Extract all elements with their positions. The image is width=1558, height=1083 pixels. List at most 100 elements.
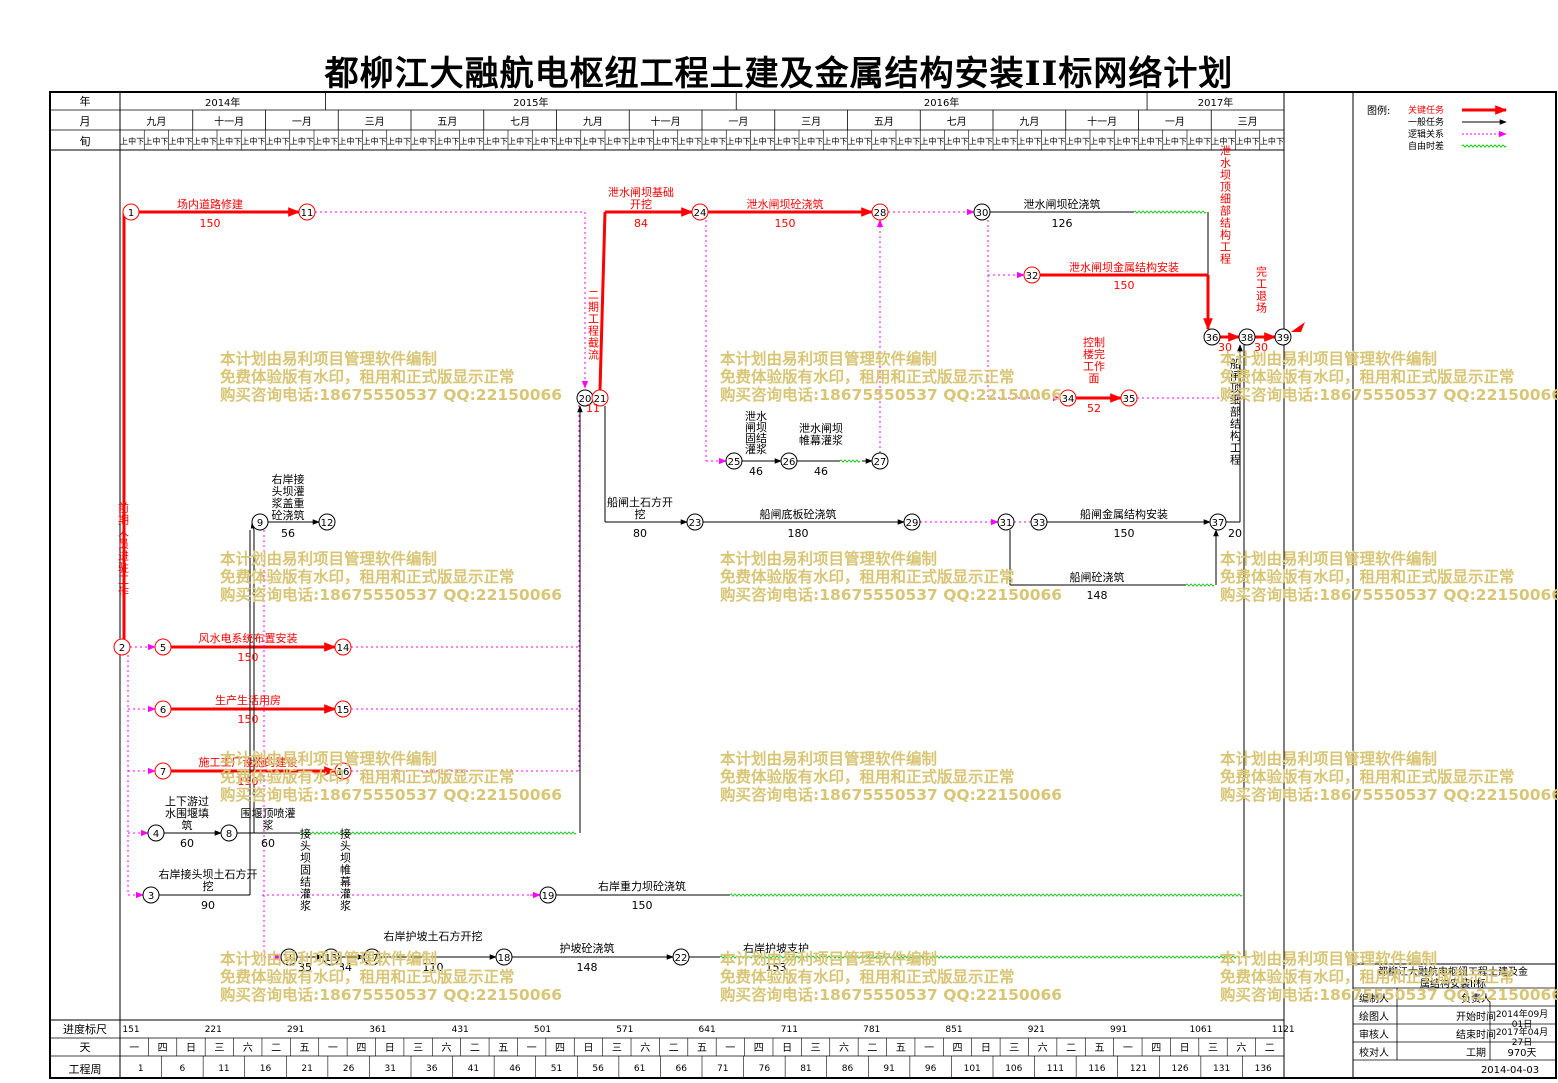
info-project-2: 属结构安装II标	[1420, 977, 1486, 990]
day-value: 二	[1265, 1043, 1275, 1054]
day-value: 日	[583, 1043, 593, 1054]
xun-label: 中	[516, 136, 524, 146]
xun-label: 中	[1268, 136, 1276, 146]
watermark-line: 本计划由易利项目管理软件编制	[220, 950, 438, 968]
dur-8-9: 60	[261, 837, 275, 850]
xun-label: 中	[1025, 136, 1033, 146]
event-node-32	[1023, 266, 1041, 284]
event-node-label: 35	[1123, 394, 1136, 405]
event-node-label: 25	[728, 457, 741, 468]
week-value: 116	[1088, 1064, 1105, 1074]
watermark: 本计划由易利项目管理软件编制免费体验版有水印，租用和正式版显示正常购买咨询电话:…	[720, 350, 1062, 404]
xun-label: 下	[645, 137, 653, 146]
dur-25-26: 46	[749, 465, 763, 478]
xun-label: 下	[912, 137, 920, 146]
xun-label: 上	[799, 137, 807, 146]
event-node-label: 33	[1033, 518, 1046, 529]
info-extra: 970天	[1507, 1048, 1536, 1059]
watermark-line: 免费体验版有水印，租用和正式版显示正常	[1220, 368, 1515, 386]
event-node-label: 5	[160, 643, 166, 654]
bottom-row-label: 天	[80, 1041, 91, 1054]
watermark-line: 本计划由易利项目管理软件编制	[720, 350, 938, 368]
xun-label: 下	[330, 137, 338, 146]
xun-label: 中	[807, 136, 815, 146]
event-node-label: 32	[1026, 271, 1039, 282]
event-node-29	[903, 513, 921, 531]
legend-item-label: 自由时差	[1408, 140, 1444, 152]
xun-label: 下	[1082, 137, 1090, 146]
watermark: 本计划由易利项目管理软件编制免费体验版有水印，租用和正式版显示正常购买咨询电话:…	[720, 950, 1062, 1004]
label-line: 楼完	[1083, 347, 1105, 361]
event-node-14	[334, 638, 352, 656]
activity-links	[122, 207, 1305, 961]
info-label: 编制人	[1359, 992, 1389, 1005]
event-node-6	[154, 700, 172, 718]
watermark-line: 购买咨询电话:18675550537 QQ:22150066	[720, 386, 1063, 404]
day-value: 一	[725, 1043, 735, 1054]
event-node-label: 17	[366, 953, 379, 964]
xun-label: 下	[1058, 137, 1066, 146]
watermark-line: 免费体验版有水印，租用和正式版显示正常	[720, 768, 1015, 786]
label-line: 浆盖重	[272, 496, 305, 510]
scale-value: 991	[1110, 1025, 1127, 1035]
day-value: 二	[867, 1043, 877, 1054]
label-36-38: 泄水坝顶细部结构工程	[1219, 145, 1232, 265]
xun-label: 上	[945, 137, 953, 146]
scale-value: 151	[122, 1025, 139, 1035]
watermark-line: 免费体验版有水印，租用和正式版显示正常	[1220, 768, 1515, 786]
xun-label: 上	[1017, 137, 1025, 146]
dur-18-22: 148	[577, 961, 598, 974]
xun-label: 下	[767, 137, 775, 146]
watermark-line: 免费体验版有水印，租用和正式版显示正常	[720, 568, 1015, 586]
event-node-4	[147, 824, 165, 842]
label-3-19: 右岸接头坝土石方开挖	[159, 867, 258, 893]
xun-label: 中	[831, 136, 839, 146]
day-value: 三	[214, 1043, 224, 1054]
month-label: 九月	[583, 116, 603, 128]
xun-label: 中	[759, 136, 767, 146]
watermark: 本计划由易利项目管理软件编制免费体验版有水印，租用和正式版显示正常购买咨询电话:…	[220, 550, 562, 604]
day-value: 三	[1009, 1043, 1019, 1054]
xun-label: 下	[185, 137, 193, 146]
info-value: 结束时间	[1456, 1028, 1496, 1041]
week-value: 11	[218, 1064, 229, 1074]
label-26-27: 泄水闸坝帷幕灌浆	[799, 421, 843, 447]
year-label: 2016年	[924, 96, 959, 109]
xun-label: 下	[306, 137, 314, 146]
week-value: 16	[260, 1064, 272, 1074]
xun-label: 上	[120, 137, 128, 146]
day-value: 五	[498, 1043, 508, 1054]
week-value: 136	[1255, 1064, 1272, 1074]
day-value: 三	[811, 1043, 821, 1054]
week-value: 36	[426, 1064, 438, 1074]
dur-5-14: 150	[238, 651, 259, 664]
week-value: 61	[634, 1064, 645, 1074]
week-value: 1	[138, 1064, 144, 1074]
dur-30-36: 126	[1052, 217, 1073, 230]
month-label: 十一月	[651, 115, 681, 128]
watermark-line: 本计划由易利项目管理软件编制	[1220, 750, 1438, 768]
xun-label: 上	[363, 137, 371, 146]
month-label: 一月	[728, 116, 748, 128]
dur-38-39: 30	[1254, 341, 1268, 354]
event-node-23	[686, 513, 704, 531]
event-node-30	[973, 203, 991, 221]
day-value: 四	[158, 1043, 168, 1054]
event-node-label: 7	[160, 767, 166, 778]
day-value: 六	[243, 1042, 253, 1054]
label-37-38: 船闸顶细部结构工程	[1229, 357, 1242, 466]
info-value: 开始时间	[1456, 1010, 1496, 1023]
xun-label: 中	[928, 136, 936, 146]
week-value: 131	[1213, 1064, 1230, 1074]
info-label: 校对人	[1359, 1046, 1389, 1059]
xun-label: 中	[856, 136, 864, 146]
watermark: 本计划由易利项目管理软件编制免费体验版有水印，租用和正式版显示正常购买咨询电话:…	[1220, 550, 1558, 604]
event-node-label: 22	[675, 953, 688, 964]
critical-up	[598, 211, 607, 391]
week-value: 126	[1171, 1064, 1188, 1074]
label-line: 砼浇筑	[272, 508, 305, 522]
dur-34-35: 52	[1087, 402, 1101, 415]
year-label: 2015年	[513, 96, 548, 109]
